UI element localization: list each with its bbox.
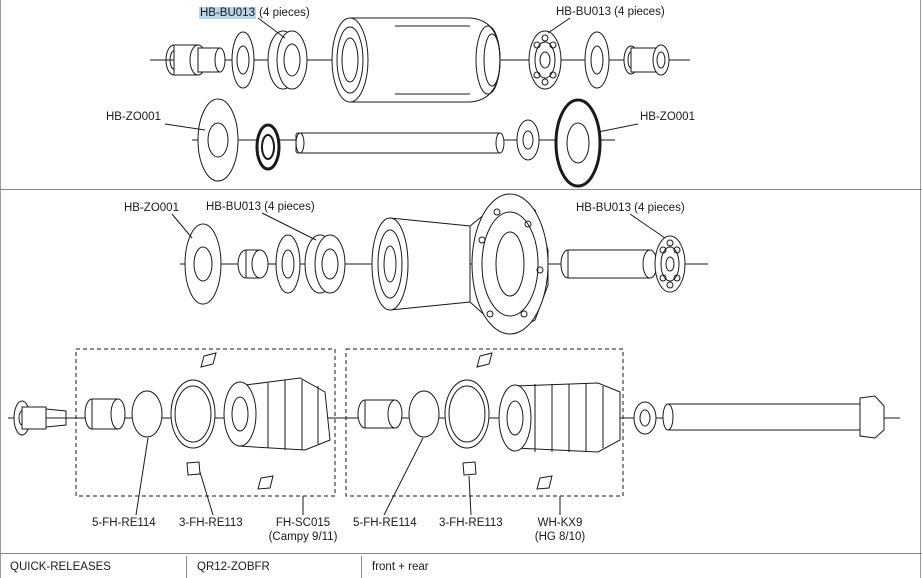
rear-spacer-tube [560,249,658,279]
freehub-right-pawl-bottom [462,461,553,490]
label-rear-spacer: HB-ZO001 [124,202,179,214]
freehub-right-group-box [345,348,624,497]
highlighted-part-code[interactable]: HB-BU013 [199,7,256,19]
label-left-body: FH-SC015 (Campy 9/11) [258,516,348,544]
rear-washer [275,234,301,294]
freehub-left-ring [170,379,216,449]
front-left-bearing [267,30,308,90]
freehub-right-seal [408,390,440,438]
table-cell-category: QUICK-RELEASES [0,556,187,578]
front-right-dustcap [554,98,602,188]
freehub-left-spacer [84,398,126,430]
label-left-body-note: (Campy 9/11) [268,531,338,543]
table-cell-description: front + rear [372,561,429,573]
table-top-border [0,553,922,554]
table-cell-code: QR12-ZOBFR [187,556,362,578]
label-left-body-code: FH-SC015 [275,517,331,529]
freehub-left-pawl-bottom [186,461,274,490]
freehub-right-pawl-top [476,352,493,368]
rear-left-bearing [304,234,346,294]
label-right-part-a: 5-FH-RE114 [353,517,417,529]
front-right-washer [584,31,610,89]
label-front-spacer-right: HB-ZO001 [640,111,695,123]
freehub-left-group-box [75,348,336,497]
label-right-body: WH-KX9 (HG 8/10) [522,516,598,544]
front-left-washer [231,31,255,89]
label-front-bearing-right: HB-BU013 (4 pieces) [556,6,665,18]
label-front-spacer-left: HB-ZO001 [106,111,161,123]
label-front-bearing-left: HB-BU013 (4 pieces) [199,6,310,20]
front-hub-body [331,17,501,103]
freehub-right-spacer [357,399,403,429]
front-left-endcap [165,44,226,76]
freehub-right-body [498,382,621,453]
freehub-left-body [223,377,331,451]
label-left-part-a: 5-FH-RE114 [92,517,156,529]
front-left-dustcap [197,98,239,182]
rear-spacer [237,249,269,279]
label-qty: (4 pieces) [259,7,310,19]
label-right-body-code: WH-KX9 [537,517,583,529]
label-right-body-note: (HG 8/10) [534,531,586,543]
front-left-locknut [255,123,281,171]
rear-axle-left-end [13,400,67,436]
rear-axle-right [633,395,885,439]
front-right-endcap [623,44,670,76]
label-right-part-b: 3-FH-RE113 [439,517,503,529]
leader-lines [135,17,666,516]
freehub-left-seal [131,390,163,438]
front-right-locknut [516,119,540,161]
rear-hub-body [371,193,549,335]
rear-right-bearing [654,235,686,293]
label-rear-bearing-right: HB-BU013 (4 pieces) [576,202,685,214]
freehub-right-ring [444,379,490,449]
section-divider [0,189,922,190]
freehub-left-pawl-top [200,352,217,368]
label-rear-bearing-left: HB-BU013 (4 pieces) [206,201,315,213]
front-axle [295,132,505,154]
label-left-part-b: 3-FH-RE113 [179,517,243,529]
front-right-bearing [528,30,562,90]
rear-left-dustcap [184,223,222,305]
